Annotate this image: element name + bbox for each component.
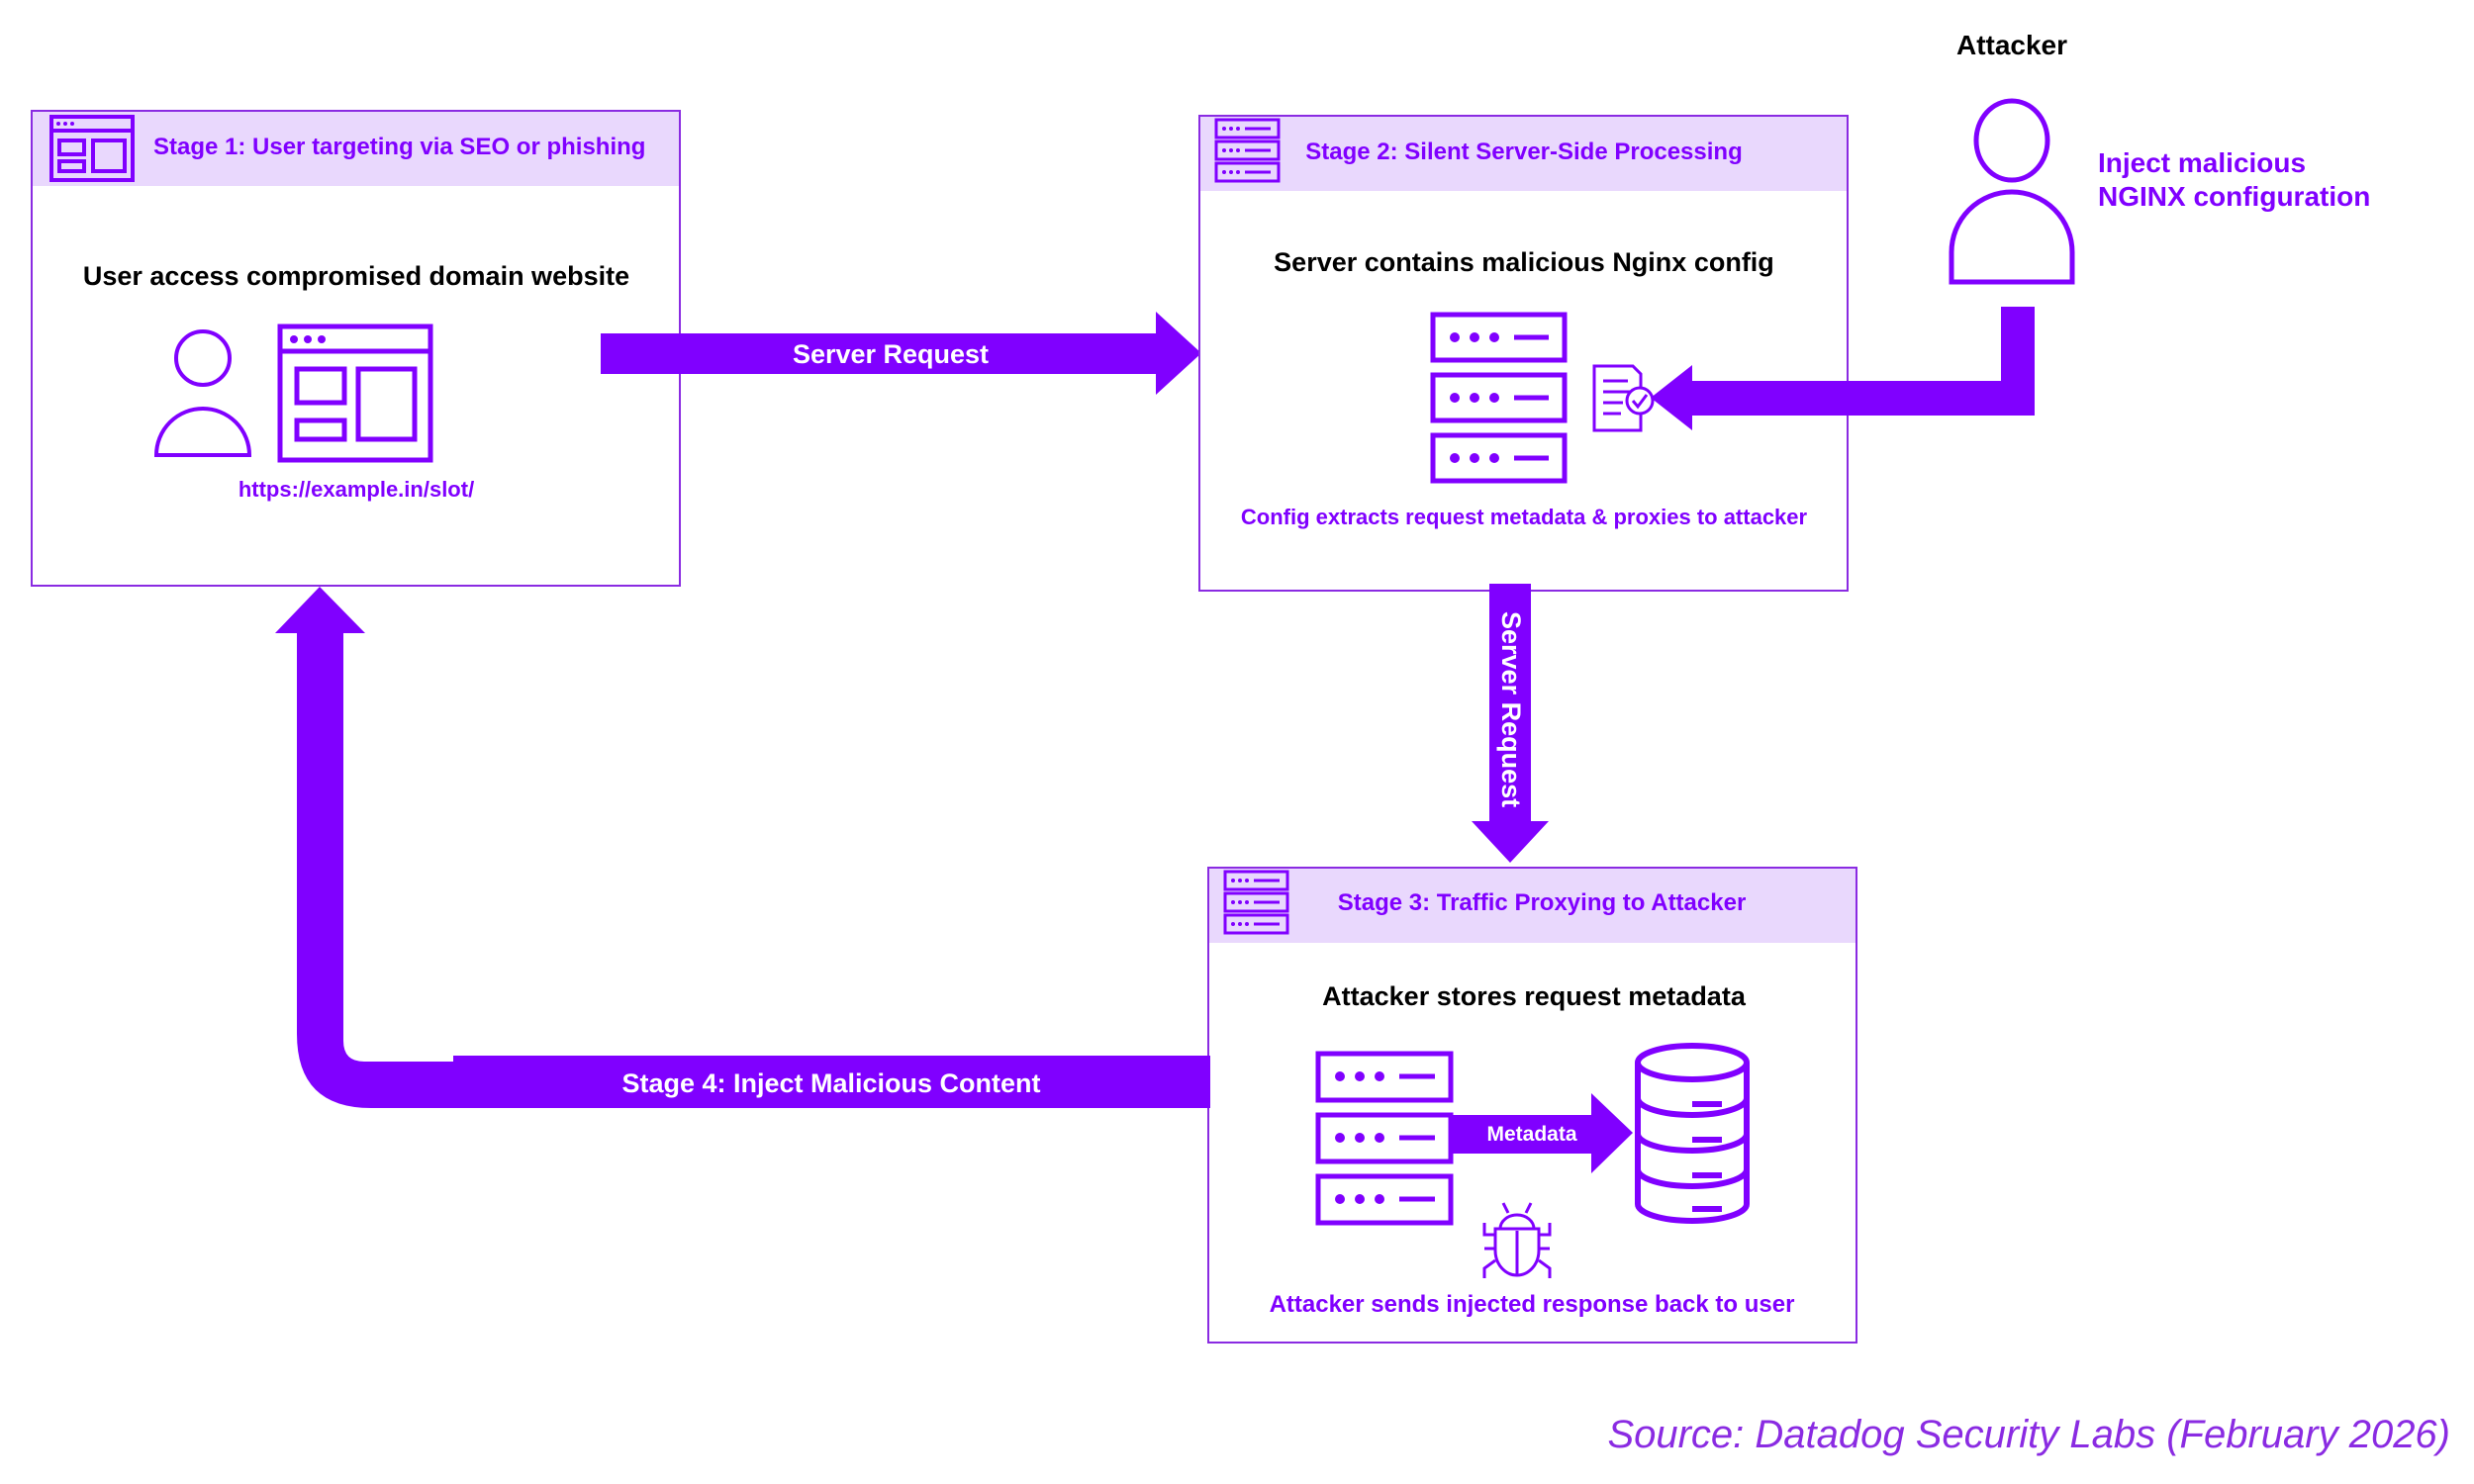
stage2-title: Stage 2: Silent Server-Side Processing: [1305, 139, 1743, 165]
stage1-header-browser-icon: [49, 115, 135, 182]
stage3-box: Stage 3: Traffic Proxying to Attacker At…: [1207, 867, 1857, 1344]
stage1-browser-icon: [277, 324, 433, 463]
stage2-caption: Config extracts request metadata & proxi…: [1241, 505, 1808, 529]
metadata-arrow: [1453, 1093, 1633, 1173]
server-request-down-arrow-shape: [1472, 584, 1549, 863]
stage2-server-dots: [1450, 332, 1499, 463]
stage3-server-icon: [1315, 1051, 1454, 1226]
stage1-url: https://example.in/slot/: [238, 477, 474, 502]
stage3-title: Stage 3: Traffic Proxying to Attacker: [1338, 889, 1747, 916]
stage1-user-icon: [153, 329, 252, 457]
stage3-server-dots: [1335, 1071, 1384, 1204]
server-request-label: Server Request: [793, 339, 989, 369]
stage1-browser-dots: [290, 335, 326, 343]
attacker-note-line1: Inject malicious: [2098, 147, 2306, 178]
stage3-header: [1209, 869, 1856, 943]
stage1-heading: User access compromised domain website: [83, 261, 629, 291]
server-request-arrow: Server Request: [601, 312, 1201, 395]
server-request-arrow-shape: [601, 312, 1201, 395]
stage2-heading: Server contains malicious Nginx config: [1274, 247, 1774, 277]
source-caption: Source: Datadog Security Labs (February …: [1607, 1413, 2450, 1456]
inject-config-arrow: [1651, 307, 2035, 430]
stage2-box: Stage 2: Silent Server-Side Processing S…: [1198, 115, 1849, 592]
stage3-heading: Attacker stores request metadata: [1322, 981, 1747, 1011]
stage1-title: Stage 1: User targeting via SEO or phish…: [153, 134, 645, 160]
stage3-caption: Attacker sends injected response back to…: [1270, 1291, 1795, 1318]
stage2-header-server-dots: [1222, 127, 1240, 174]
metadata-label: Metadata: [1486, 1123, 1576, 1146]
stage4-arrow-shape: [275, 587, 1210, 1108]
stage3-bug-icon: [1482, 1202, 1552, 1278]
stage4-arrow: Stage 4: Inject Malicious Content: [275, 587, 1210, 1108]
attacker-note-line2: NGINX configuration: [2098, 181, 2370, 212]
attacker-user-icon: [1949, 98, 2075, 285]
attacker-label: Attacker: [1956, 30, 2067, 60]
stage2-header-server-icon: [1214, 118, 1281, 183]
server-request-down-arrow: Server Request: [1472, 584, 1549, 863]
attacker-group: Attacker Inject malicious NGINX configur…: [1949, 30, 2370, 285]
stage1-box: Stage 1: User targeting via SEO or phish…: [31, 110, 681, 587]
stage1-frame: [31, 110, 681, 587]
stage4-label: Stage 4: Inject Malicious Content: [621, 1068, 1040, 1098]
stage3-header-server-icon: [1223, 870, 1289, 935]
stage2-config-icon: [1592, 364, 1655, 432]
stage3-header-server-dots: [1231, 879, 1249, 926]
stage1-header: [33, 112, 679, 186]
stage2-server-icon: [1430, 312, 1568, 484]
server-request-down-label: Server Request: [1496, 611, 1526, 807]
stage2-header: [1200, 117, 1847, 191]
stage2-frame: [1198, 115, 1849, 592]
stage1-header-browser-dots: [56, 122, 74, 126]
stage3-database-icon: [1635, 1043, 1750, 1224]
